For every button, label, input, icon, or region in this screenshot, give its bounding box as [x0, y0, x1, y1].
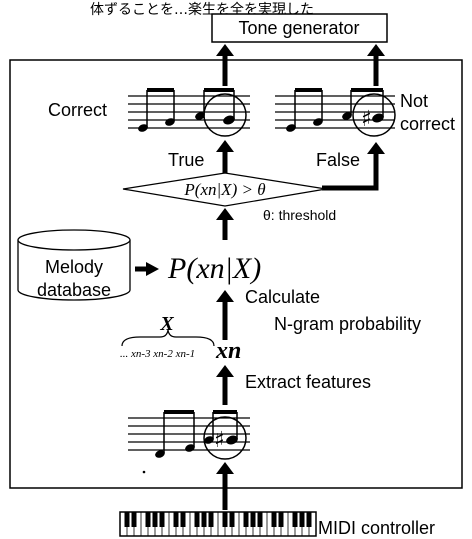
decision-diamond: [122, 172, 327, 207]
history-notes: ... xn-3 xn-2 xn-1: [120, 348, 195, 360]
system-frame: [9, 59, 463, 489]
calculate-label: Calculate: [245, 287, 320, 307]
true-label: True: [168, 150, 204, 170]
tone-generator-box: Tone generator: [211, 13, 388, 43]
output-arrows: [222, 54, 379, 86]
history-brace: [121, 329, 215, 347]
midi-controller-label: MIDI controller: [318, 518, 435, 538]
true-arrowhead: [216, 140, 234, 152]
correct-notes: [138, 88, 235, 132]
calc-arrowhead: [216, 290, 234, 302]
correct-label: Correct: [48, 100, 107, 120]
arrowhead-left-output: [216, 44, 234, 56]
history-big-x: X: [159, 313, 174, 335]
melody-database: [17, 229, 131, 301]
not-correct-notes: [286, 88, 384, 132]
melody-database-label-line1: Melody: [45, 257, 103, 277]
midi-arrowhead: [216, 462, 234, 474]
input-sharp-icon: ♯: [214, 428, 225, 453]
not-correct-staff: [275, 95, 395, 129]
correct-highlight-circle: [203, 93, 247, 137]
not-correct-label-line1: Not: [400, 91, 428, 111]
melody-database-label-line2: database: [37, 280, 111, 300]
not-correct-highlight-circle: [352, 93, 396, 137]
sharp-icon: ♯: [361, 107, 372, 132]
threshold-label: θ: threshold: [263, 207, 336, 223]
ngram-label: N-gram probability: [274, 314, 421, 334]
false-arrowhead: [367, 142, 385, 154]
probability-expression: P(xn|X): [167, 252, 261, 285]
not-correct-label-line2: correct: [400, 114, 455, 134]
arrowhead-right-output: [367, 44, 385, 56]
input-highlight-circle: [203, 416, 247, 460]
input-notes: [142, 410, 238, 474]
extract-features-label: Extract features: [245, 372, 371, 392]
tone-generator-label: Tone generator: [238, 18, 359, 38]
extract-arrowhead: [216, 365, 234, 377]
midi-keyboard-icon: [119, 511, 317, 537]
prob-to-decision-arrowhead: [216, 208, 234, 220]
current-note-xn: xn: [215, 338, 241, 364]
db-arrowhead: [146, 262, 159, 276]
false-label: False: [316, 150, 360, 170]
decision-condition: P(xn|X) > θ: [183, 180, 265, 199]
false-path: [322, 152, 379, 191]
